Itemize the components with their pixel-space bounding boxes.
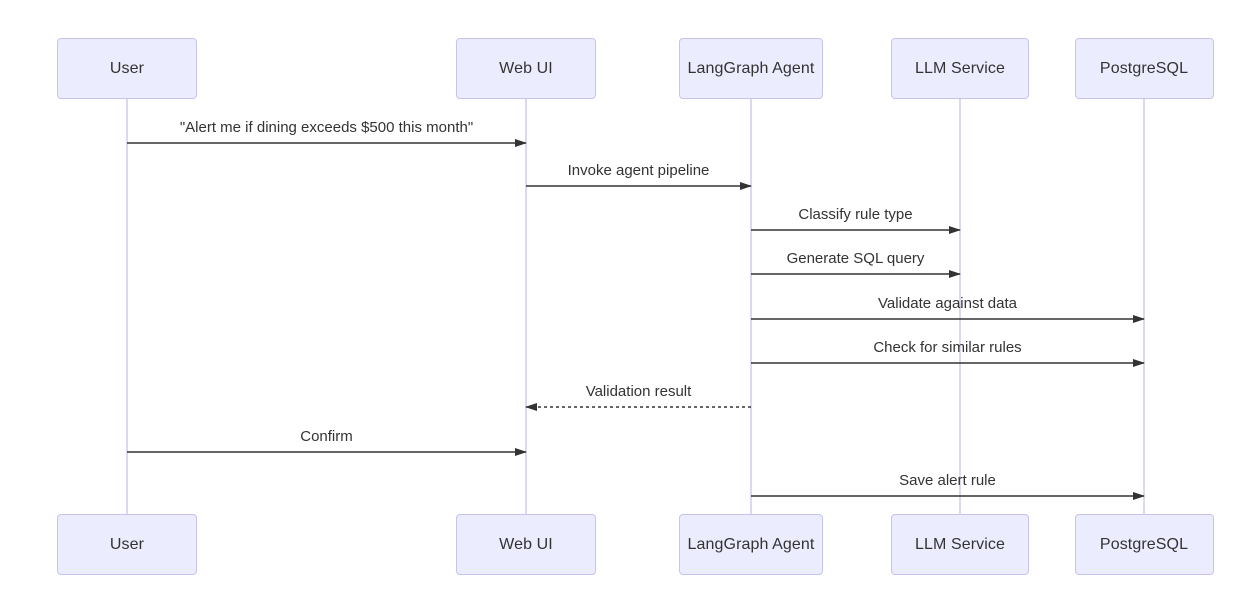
actor-label: Web UI — [499, 535, 553, 553]
message-label: Generate SQL query — [786, 250, 925, 267]
message-label: Validation result — [585, 383, 692, 400]
actor-label: User — [109, 59, 145, 77]
actor-label: LLM Service — [914, 59, 1006, 77]
actor-label: LLM Service — [914, 535, 1006, 553]
message-label: Invoke agent pipeline — [567, 162, 710, 179]
actor-box-agent-top: LangGraph Agent — [679, 38, 823, 99]
actor-box-llm-top: LLM Service — [891, 38, 1029, 99]
actor-box-user-top: User — [57, 38, 197, 99]
message-label: "Alert me if dining exceeds $500 this mo… — [179, 119, 474, 136]
actor-label: User — [109, 535, 145, 553]
actor-box-webui-top: Web UI — [456, 38, 596, 99]
actor-label: LangGraph Agent — [687, 535, 815, 553]
actor-label: PostgreSQL — [1099, 535, 1189, 553]
message-label: Save alert rule — [899, 472, 996, 489]
actor-label: Web UI — [499, 59, 553, 77]
actor-box-webui-bottom: Web UI — [456, 514, 596, 575]
actor-box-pg-top: PostgreSQL — [1074, 38, 1214, 99]
message-label: Check for similar rules — [873, 339, 1022, 356]
actor-label: PostgreSQL — [1099, 59, 1189, 77]
actor-label: LangGraph Agent — [687, 59, 815, 77]
actor-box-pg-bottom: PostgreSQL — [1074, 514, 1214, 575]
message-label: Validate against data — [878, 295, 1017, 312]
actor-box-llm-bottom: LLM Service — [891, 514, 1029, 575]
actor-box-user-bottom: User — [57, 514, 197, 575]
message-label: Confirm — [300, 428, 353, 445]
actor-box-agent-bottom: LangGraph Agent — [679, 514, 823, 575]
message-label: Classify rule type — [798, 206, 913, 223]
